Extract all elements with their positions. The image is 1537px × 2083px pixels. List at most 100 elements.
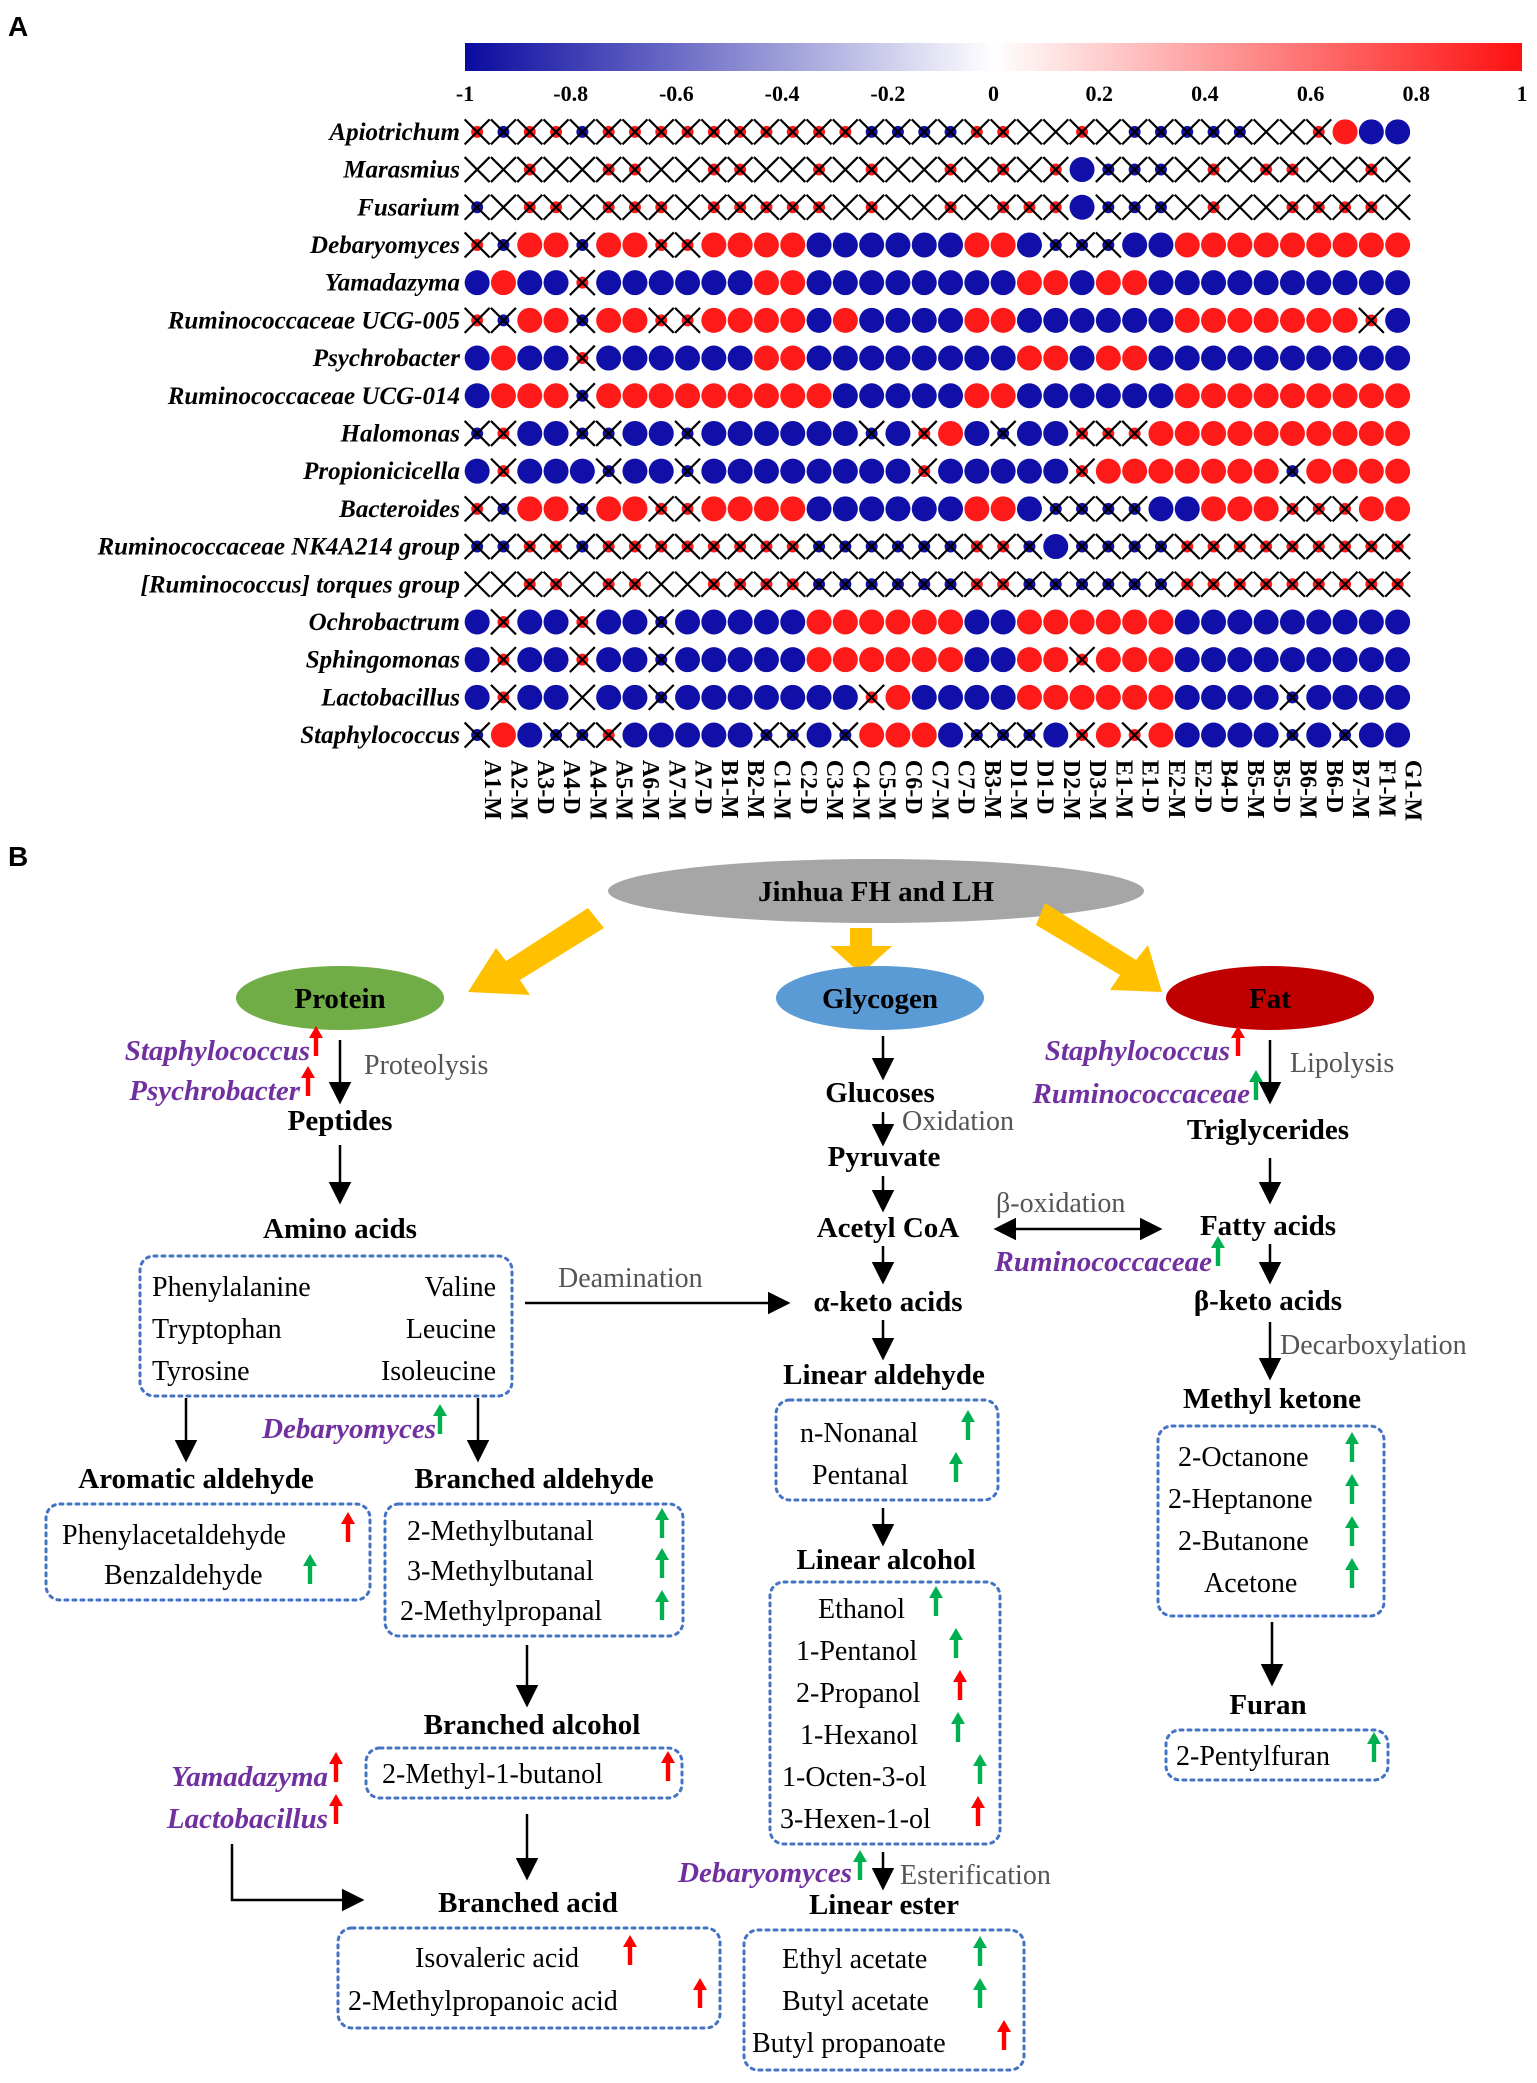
correlation-dot bbox=[1122, 307, 1148, 333]
correlation-dot bbox=[780, 345, 806, 371]
amino-isoleucine: Isoleucine bbox=[381, 1356, 496, 1387]
correlation-dot bbox=[1016, 383, 1042, 409]
box-aromatic bbox=[44, 1502, 372, 1602]
nonsignificant-cross bbox=[884, 156, 912, 183]
nonsignificant-cross bbox=[1200, 118, 1227, 146]
nonsignificant-cross bbox=[1252, 156, 1280, 183]
nonsignificant-cross bbox=[595, 570, 622, 598]
correlation-dot bbox=[648, 722, 674, 748]
nonsignificant-cross bbox=[463, 193, 491, 221]
correlation-dot bbox=[701, 383, 727, 409]
colorbar-tick-label: 0 bbox=[988, 81, 999, 106]
sample-label: F1-M bbox=[1373, 760, 1399, 817]
nonsignificant-cross bbox=[910, 420, 938, 447]
correlation-dot bbox=[1332, 307, 1358, 333]
correlation-dot bbox=[990, 684, 1016, 710]
nonsignificant-cross bbox=[569, 420, 596, 447]
compound-n-nonanal: n-Nonanal bbox=[800, 1418, 918, 1449]
correlation-dot bbox=[701, 609, 727, 635]
correlation-dot bbox=[753, 383, 779, 409]
genus-label: Ruminococcaceae UCG-014 bbox=[167, 383, 460, 410]
nonsignificant-cross bbox=[1358, 193, 1385, 221]
arrow-to-protein bbox=[468, 908, 604, 995]
correlation-dot bbox=[1201, 722, 1227, 748]
nonsignificant-cross bbox=[937, 118, 964, 146]
nonsignificant-cross bbox=[1042, 156, 1070, 183]
correlation-dot bbox=[938, 496, 964, 522]
correlation-dot bbox=[964, 496, 990, 522]
correlation-dot bbox=[911, 722, 937, 748]
correlation-dot bbox=[701, 345, 727, 371]
correlation-dot bbox=[832, 684, 858, 710]
colorbar-tick-label: 1 bbox=[1517, 81, 1528, 106]
correlation-dot bbox=[990, 496, 1016, 522]
fat-ellipse bbox=[1166, 966, 1374, 1030]
correlation-dot bbox=[1148, 496, 1174, 522]
nonsignificant-cross bbox=[621, 533, 649, 560]
correlation-dot bbox=[1358, 458, 1384, 484]
bug-yamadazyma: Yamadazyma bbox=[171, 1761, 328, 1793]
nonsignificant-cross bbox=[463, 156, 491, 183]
nonsignificant-cross bbox=[1095, 118, 1122, 146]
correlation-dot bbox=[1253, 684, 1279, 710]
correlation-dot bbox=[832, 609, 858, 635]
correlation-dot bbox=[780, 647, 806, 673]
bug-staphylococcus-protein: Staphylococcus bbox=[125, 1035, 310, 1067]
correlation-dot bbox=[675, 647, 701, 673]
nonsignificant-cross bbox=[1384, 533, 1411, 560]
box-branched-acid bbox=[336, 1926, 722, 2030]
nonsignificant-cross bbox=[1226, 570, 1254, 598]
colorbar-tick-label: 0.8 bbox=[1403, 81, 1431, 106]
colorbar-tick-label: -0.4 bbox=[765, 81, 800, 106]
correlation-dot bbox=[1095, 722, 1121, 748]
nonsignificant-cross bbox=[1095, 495, 1122, 523]
nonsignificant-cross bbox=[674, 570, 701, 598]
up-arrow-green-icon bbox=[303, 1554, 317, 1584]
nonsignificant-cross bbox=[569, 495, 596, 523]
correlation-dot bbox=[1016, 496, 1042, 522]
genus-label: Propionicicella bbox=[302, 458, 460, 485]
correlation-dot bbox=[938, 307, 964, 333]
correlation-dot bbox=[1332, 345, 1358, 371]
nonsignificant-cross bbox=[490, 457, 517, 485]
nonsignificant-cross bbox=[1042, 495, 1070, 523]
correlation-dot bbox=[596, 383, 622, 409]
correlation-dot bbox=[990, 307, 1016, 333]
correlation-dot bbox=[1043, 647, 1069, 673]
nonsignificant-cross bbox=[1173, 570, 1201, 598]
sample-label: C4-M bbox=[847, 760, 873, 820]
correlation-dot bbox=[622, 383, 648, 409]
compound-2-heptanone: 2-Heptanone bbox=[1168, 1484, 1313, 1515]
up-arrow-red-icon bbox=[623, 1935, 637, 1965]
correlation-dot bbox=[596, 647, 622, 673]
nonsignificant-cross bbox=[858, 420, 885, 447]
genus-label: Fusarium bbox=[356, 194, 460, 221]
bug-lactobacillus: Lactobacillus bbox=[166, 1803, 328, 1835]
nonsignificant-cross bbox=[858, 118, 885, 146]
correlation-dot bbox=[1201, 232, 1227, 258]
correlation-dot bbox=[780, 458, 806, 484]
correlation-dot bbox=[1279, 345, 1305, 371]
nonsignificant-cross bbox=[805, 570, 833, 598]
sample-label: D2-M bbox=[1058, 760, 1084, 820]
nonsignificant-cross bbox=[937, 193, 964, 221]
genus-label: Ruminococcaceae NK4A214 group bbox=[97, 534, 461, 561]
nonsignificant-cross bbox=[1121, 118, 1148, 146]
correlation-dot bbox=[938, 684, 964, 710]
compound-linear-alcohol: 3-Hexen-1-ol bbox=[780, 1804, 931, 1835]
correlation-dot bbox=[727, 609, 753, 635]
up-arrow-green-icon bbox=[1249, 1070, 1263, 1100]
correlation-dot bbox=[1148, 232, 1174, 258]
correlation-dot bbox=[1306, 647, 1332, 673]
correlation-dot bbox=[885, 722, 911, 748]
nonsignificant-cross bbox=[910, 193, 938, 221]
compound-2-pentylfuran: 2-Pentylfuran bbox=[1176, 1741, 1330, 1772]
correlation-dot bbox=[1201, 684, 1227, 710]
up-arrow-green-icon bbox=[949, 1628, 963, 1658]
node-linear-alcohol: Linear alcohol bbox=[796, 1544, 975, 1576]
correlation-dot bbox=[1332, 420, 1358, 446]
nonsignificant-cross bbox=[1305, 156, 1333, 183]
correlation-dot bbox=[727, 722, 753, 748]
correlation-dot bbox=[911, 345, 937, 371]
